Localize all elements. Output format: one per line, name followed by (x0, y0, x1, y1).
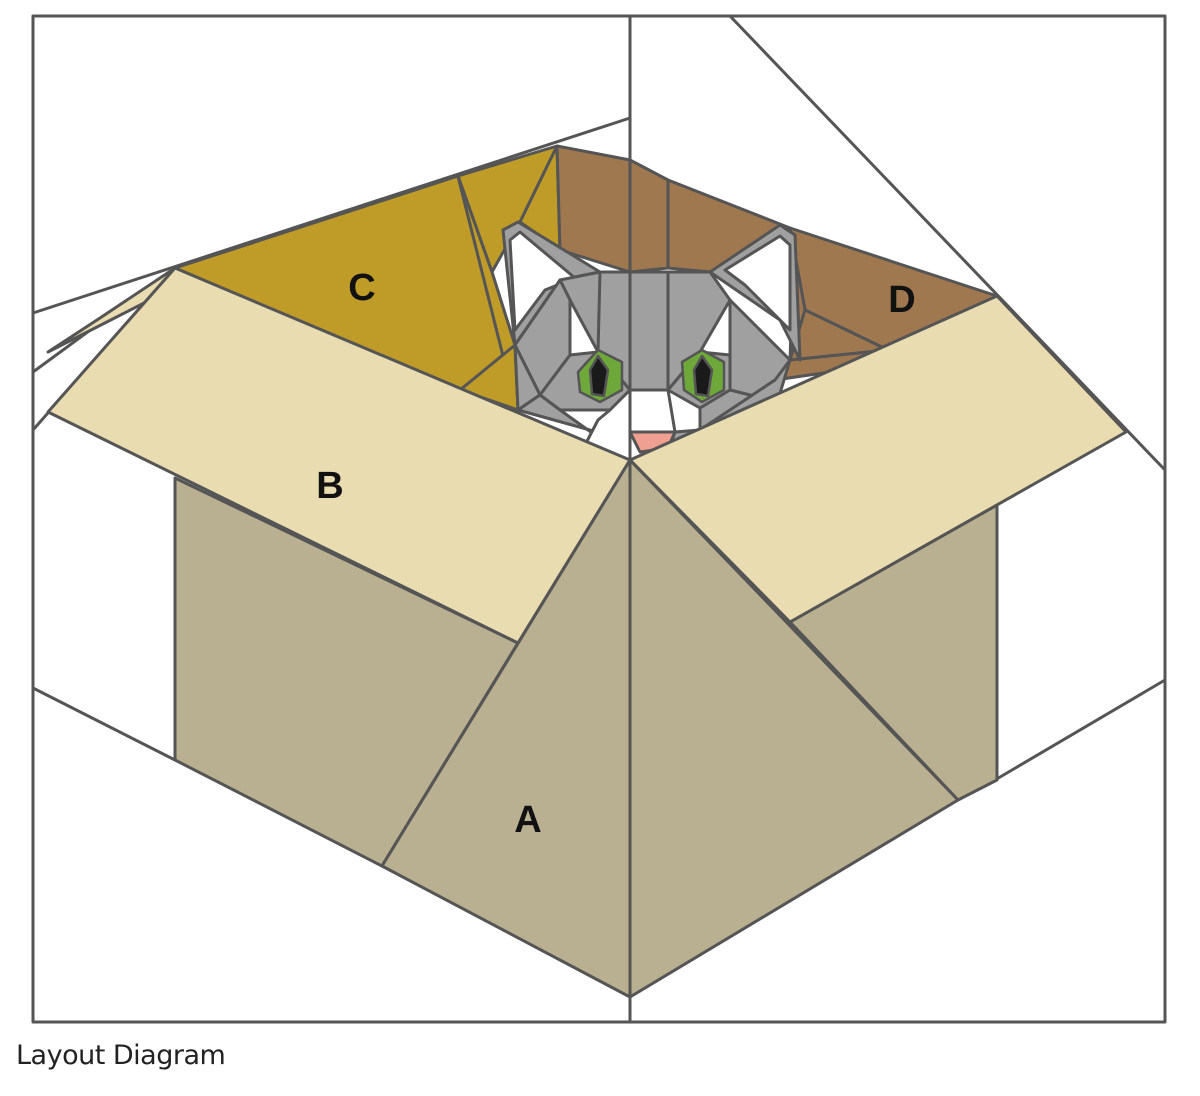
cat-pupil-left-icon (588, 354, 610, 398)
cat-eyes (576, 348, 726, 404)
frame-border (31, 14, 1167, 1024)
label-a: A (514, 799, 541, 841)
layout-diagram: C D B A (31, 14, 1167, 1024)
diagram-caption: Layout Diagram (16, 1040, 226, 1071)
label-d: D (888, 279, 915, 321)
cat-muzzle-center (628, 388, 677, 434)
flap-right (628, 294, 1128, 624)
cat-pupil-right-icon (692, 354, 714, 398)
label-b: B (316, 465, 343, 507)
background-guides (31, 14, 1167, 782)
label-c: C (348, 267, 375, 309)
cat-ear-right-inner-icon (723, 234, 792, 332)
